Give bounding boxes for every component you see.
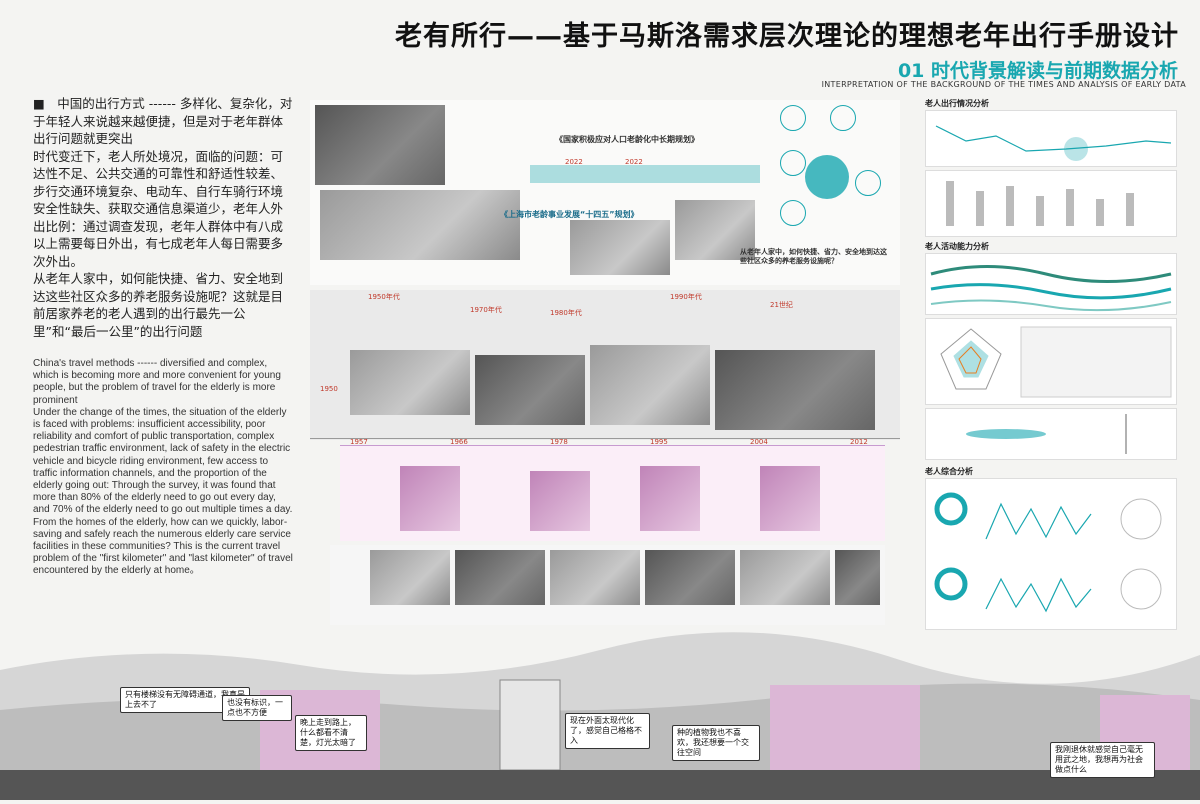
travel-analysis-title: 老人出行情况分析 [925, 99, 989, 108]
park-icon [855, 170, 881, 196]
stairs-photo [550, 550, 640, 605]
distribution-chart [925, 408, 1177, 460]
cn-paragraph: 从老年人家中，如何能快捷、省力、安全地到达这些社区众多的养老服务设施呢？这就是目… [33, 271, 284, 339]
speech-bubble: 晚上走到路上，什么都看不清楚，灯光太暗了 [295, 715, 367, 751]
comprehensive-charts [925, 478, 1177, 630]
hospital-icon [780, 150, 806, 176]
comprehensive-svg [934, 492, 1162, 613]
city-photo [590, 345, 710, 425]
activity-wave-svg [930, 265, 1172, 312]
map-photo [370, 550, 450, 605]
crowd-photo [740, 550, 830, 605]
elderly-bicycle-photo [640, 466, 700, 531]
timeline-year: 2012 [850, 438, 868, 446]
street-photo [320, 190, 520, 260]
timeline-year: 1957 [350, 438, 368, 446]
problem-photos-strip [330, 545, 885, 625]
era-label: 1950 [320, 385, 338, 393]
en-paragraph: From the homes of the elderly, how can w… [33, 516, 293, 577]
speech-bubble: 现在外面太现代化了，感觉自己格格不入 [565, 713, 650, 749]
history-eras-panel: 1950年代 1970年代 1980年代 1990年代 21世纪 1950 [310, 290, 900, 440]
era-label: 1990年代 [670, 293, 702, 301]
en-paragraph: China's travel methods ------ diversifie… [33, 358, 281, 406]
travel-line-chart [925, 110, 1177, 167]
activity-analysis-title: 老人活动能力分析 [925, 242, 989, 251]
cn-paragraph: ■ 中国的出行方式 ------ 多样化、复杂化，对于年轻人来说越来越便捷，但是… [33, 96, 293, 146]
year-label: 2022 [625, 158, 643, 166]
policy-collage-panel: 《国家积极应对人口老龄化中长期规划》 2022 2022 《上海市老龄事业发展“… [310, 100, 900, 285]
english-intro: China's travel methods ------ diversifie… [33, 358, 295, 578]
speech-bubble: 也没有标识，一点也不方便 [222, 695, 292, 721]
era-label: 1980年代 [550, 309, 582, 317]
travel-line-svg [935, 125, 1172, 161]
timeline-arrow [530, 165, 760, 183]
activity-wave-chart [925, 253, 1177, 315]
timeline-year: 1995 [650, 438, 668, 446]
center-hub-icon [805, 155, 849, 199]
era-label: 21世纪 [770, 301, 793, 309]
chinese-intro: ■ 中国的出行方式 ------ 多样化、复杂化，对于年轻人来说越来越便捷，但是… [33, 95, 295, 340]
speech-bubble: 种的植物我也不喜欢，我还想要一个交往空间 [672, 725, 760, 761]
radar-and-table [925, 318, 1177, 405]
elderly-scooter-photo [760, 466, 820, 531]
elderly-cart-photo [530, 471, 590, 531]
travel-scatter-svg [946, 181, 1134, 226]
cn-paragraph: 时代变迁下，老人所处境况，面临的问题：可达性不足、公共交通的可靠性和舒适性较差、… [33, 148, 284, 269]
underpass-photo [645, 550, 735, 605]
modern-traffic-photo [715, 350, 875, 430]
mid-caption: 从老年人家中，如何快捷、省力、安全地到达这些社区众多的养老服务设施呢？ [740, 248, 887, 265]
elderly-photo [675, 200, 755, 260]
bus-photo [475, 355, 585, 425]
elderly-problems-strip: 1957 1966 1978 1995 2004 2012 [340, 438, 885, 541]
en-paragraph: Under the change of the times, the situa… [33, 406, 293, 516]
meeting-photo [570, 220, 670, 275]
street-crossing-photo [455, 550, 545, 605]
building-icon [780, 105, 806, 131]
pandemic-photo [315, 105, 445, 185]
distribution-svg [966, 414, 1127, 454]
year-label: 2022 [565, 158, 583, 166]
timeline-year: 1978 [550, 438, 568, 446]
policy-title-2: 《上海市老龄事业发展“十四五”规划》 [500, 210, 639, 219]
policy-title-1: 《国家积极应对人口老龄化中长期规划》 [555, 135, 699, 144]
era-label: 1950年代 [368, 293, 400, 301]
intro-text-column: ■ 中国的出行方式 ------ 多样化、复杂化，对于年轻人来说越来越便捷，但是… [33, 95, 295, 578]
radar-svg [940, 326, 1172, 398]
shop-icon [780, 200, 806, 226]
timeline-year: 1966 [450, 438, 468, 446]
elderly-walking-photo [400, 466, 460, 531]
timeline-axis [310, 438, 900, 439]
era-label: 1970年代 [470, 306, 502, 314]
section-subtitle-en: INTERPRETATION OF THE BACKGROUND OF THE … [821, 80, 1186, 89]
vintage-transport-photo [350, 350, 470, 415]
speech-bubble: 我刚退休就感觉自己毫无用武之地，我想再为社会做点什么 [1050, 742, 1155, 778]
comprehensive-analysis-title: 老人综合分析 [925, 467, 973, 476]
poster-title: 老有所行——基于马斯洛需求层次理论的理想老年出行手册设计 [395, 21, 1179, 52]
home-icon [830, 105, 856, 131]
street-scene: 只有楼梯没有无障碍通道，我真是上去不了 也没有标识，一点也不方便 晚上走到路上，… [0, 630, 1200, 800]
data-analysis-column: 老人出行情况分析 老人活动能力分析 [925, 98, 1180, 630]
section-subtitle: 01 时代背景解读与前期数据分析 [897, 60, 1178, 82]
timeline-year: 2004 [750, 438, 768, 446]
wheelchair-photo [835, 550, 880, 605]
travel-scatter-chart [925, 170, 1177, 237]
